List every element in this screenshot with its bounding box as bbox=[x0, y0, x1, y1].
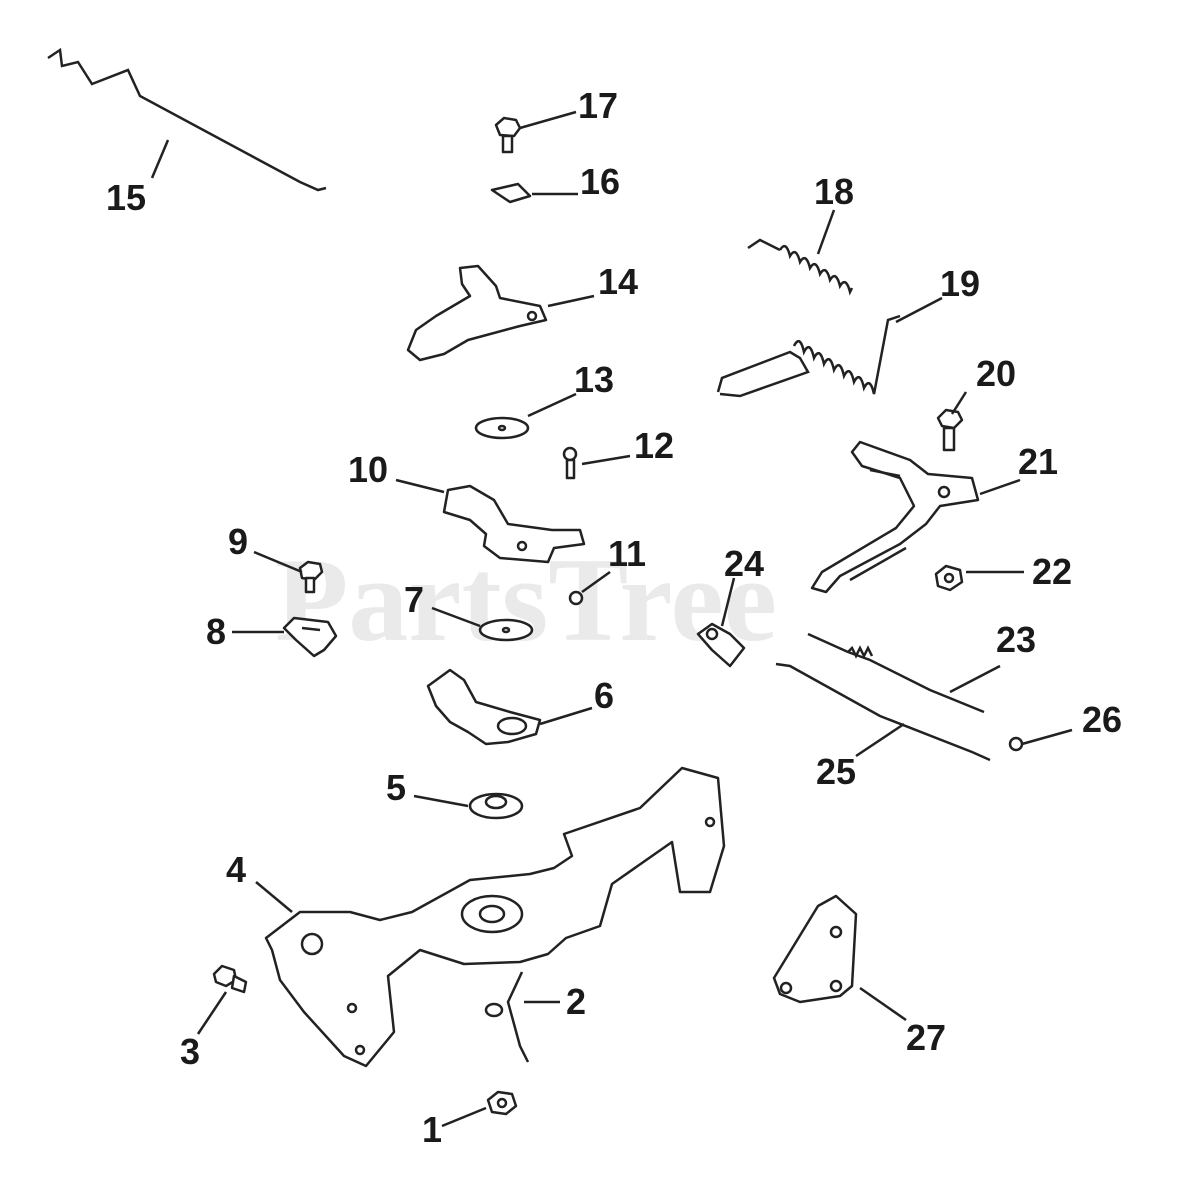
part-20-bolt[interactable] bbox=[936, 408, 964, 452]
part-24-clip[interactable] bbox=[696, 622, 746, 668]
part-13-washer[interactable] bbox=[474, 416, 530, 440]
callout-4[interactable]: 4 bbox=[226, 849, 246, 890]
callout-22[interactable]: 22 bbox=[1032, 551, 1072, 592]
callout-6[interactable]: 6 bbox=[594, 675, 614, 716]
part-4-bracket[interactable] bbox=[264, 766, 726, 1068]
part-8-clip[interactable] bbox=[282, 616, 338, 658]
callout-5[interactable]: 5 bbox=[386, 767, 406, 808]
callout-12[interactable]: 12 bbox=[634, 425, 674, 466]
part-16-washer[interactable] bbox=[490, 182, 532, 204]
part-15-rod[interactable] bbox=[47, 47, 327, 192]
part-25-rod[interactable] bbox=[775, 662, 991, 762]
callout-7[interactable]: 7 bbox=[404, 579, 424, 620]
callout-17[interactable]: 17 bbox=[578, 85, 618, 126]
callout-15[interactable]: 15 bbox=[106, 177, 146, 218]
part-6-lever[interactable] bbox=[426, 668, 542, 746]
part-27-plate[interactable] bbox=[772, 894, 858, 1004]
part-7-washer[interactable] bbox=[478, 618, 534, 642]
callout-1[interactable]: 1 bbox=[422, 1109, 442, 1150]
callout-19[interactable]: 19 bbox=[940, 263, 980, 304]
part-18-spring[interactable] bbox=[747, 238, 854, 296]
callout-25[interactable]: 25 bbox=[816, 751, 856, 792]
part-23-cable[interactable] bbox=[807, 632, 985, 714]
callout-3[interactable]: 3 bbox=[180, 1031, 200, 1072]
part-9-bolt[interactable] bbox=[298, 560, 324, 594]
callout-11[interactable]: 11 bbox=[608, 533, 646, 574]
callout-26[interactable]: 26 bbox=[1082, 699, 1122, 740]
callout-27[interactable]: 27 bbox=[906, 1017, 946, 1058]
callout-labels: 15 17 16 18 14 19 13 12 20 10 21 9 11 24… bbox=[106, 85, 1122, 1150]
callout-21[interactable]: 21 bbox=[1018, 441, 1058, 482]
leader-lines bbox=[150, 110, 1073, 1128]
callout-14[interactable]: 14 bbox=[598, 261, 638, 302]
part-19-spring[interactable] bbox=[716, 314, 901, 398]
callout-16[interactable]: 16 bbox=[580, 161, 620, 202]
callout-13[interactable]: 13 bbox=[574, 359, 614, 400]
callout-8[interactable]: 8 bbox=[206, 611, 226, 652]
callout-20[interactable]: 20 bbox=[976, 353, 1016, 394]
part-12-screw[interactable] bbox=[562, 446, 578, 480]
callout-23[interactable]: 23 bbox=[996, 619, 1036, 660]
part-10-lever[interactable] bbox=[442, 484, 586, 564]
part-2-pin[interactable] bbox=[484, 971, 530, 1063]
part-21-lever[interactable] bbox=[810, 440, 980, 594]
callout-10[interactable]: 10 bbox=[348, 449, 388, 490]
callout-18[interactable]: 18 bbox=[814, 171, 854, 212]
part-14-bracket[interactable] bbox=[406, 264, 548, 362]
callout-24[interactable]: 24 bbox=[724, 543, 764, 584]
part-5-bushing[interactable] bbox=[468, 792, 524, 820]
part-26-clip[interactable] bbox=[1008, 736, 1024, 752]
part-11-nut[interactable] bbox=[568, 590, 584, 606]
part-17-bolt[interactable] bbox=[494, 116, 522, 154]
callout-2[interactable]: 2 bbox=[566, 981, 586, 1022]
part-22-nut[interactable] bbox=[934, 564, 964, 592]
callout-9[interactable]: 9 bbox=[228, 521, 248, 562]
part-1-nut[interactable] bbox=[486, 1090, 518, 1116]
part-3-bolt[interactable] bbox=[212, 964, 248, 994]
